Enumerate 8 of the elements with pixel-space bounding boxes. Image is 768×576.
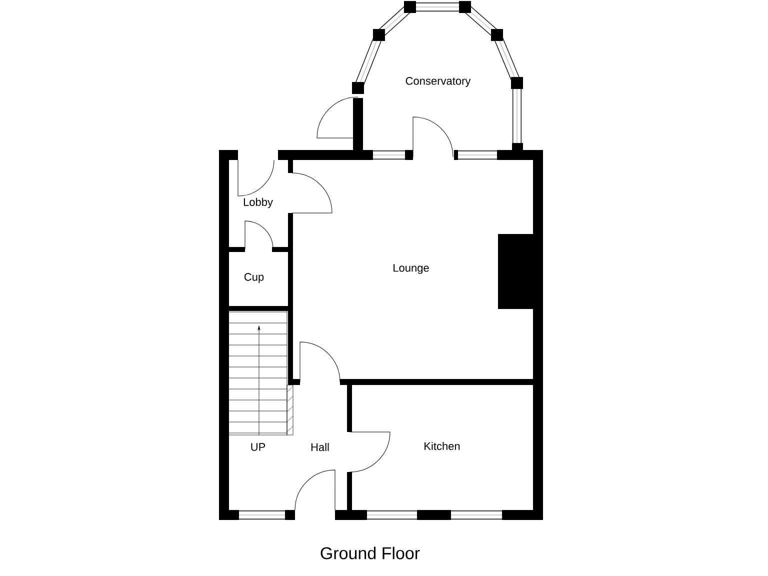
room-label: Cup [244,273,264,283]
room-label: Kitchen [424,442,460,450]
room-label: Conservatory [406,77,471,87]
floor-title: Ground Floor [320,546,420,560]
room-label: Lobby [244,198,273,208]
stair-label: UP [251,443,266,451]
room-label: Hall [311,442,329,452]
room-label: Lounge [394,264,429,274]
